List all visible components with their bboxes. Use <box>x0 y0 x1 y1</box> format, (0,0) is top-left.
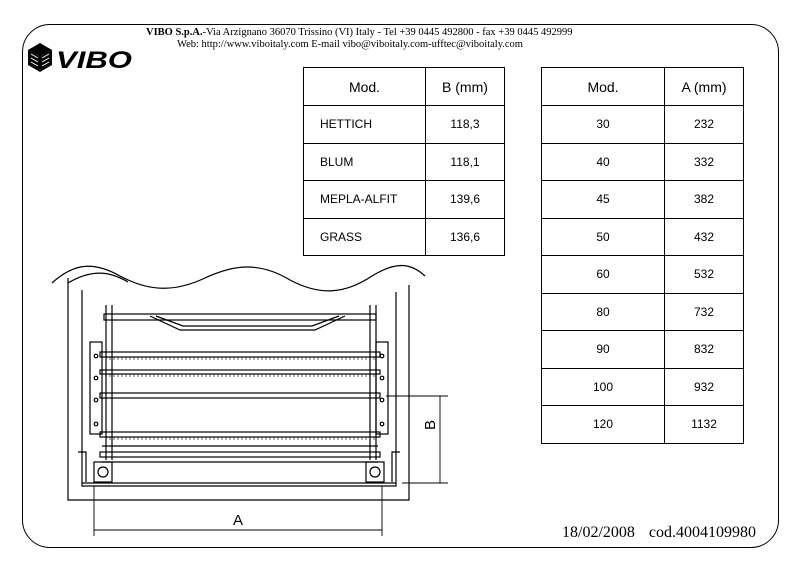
company-web-line: Web: http://www.viboitaly.com E-mail vib… <box>177 39 523 50</box>
runner-right <box>391 451 400 482</box>
cabinet-inner-wall <box>81 290 397 487</box>
document-code: cod.4004109980 <box>648 524 756 541</box>
table-cell: 432 <box>664 217 744 256</box>
table-cell: 532 <box>664 255 744 294</box>
table-header-cell: A (mm) <box>664 67 744 106</box>
dimension-label-b: B <box>422 419 439 430</box>
document-date: 18/02/2008 <box>562 524 635 541</box>
table-cell: 139,6 <box>425 180 505 219</box>
table-cell: 732 <box>664 292 744 331</box>
company-name: VIBO S.p.A. <box>146 27 203 38</box>
footer: 18/02/2008 cod.4004109980 <box>562 524 770 542</box>
table-cell: 50 <box>541 217 665 256</box>
table-b-dimensions: Mod. B (mm) HETTICH 118,3 BLUM 118,1 MEP… <box>303 67 505 256</box>
table-cell: 136,6 <box>425 217 505 256</box>
table-cell: BLUM <box>303 142 426 181</box>
sheet-frame <box>22 24 779 548</box>
cabinet-outer-wall <box>67 278 410 501</box>
table-cell: 120 <box>541 405 665 444</box>
side-plate-right <box>375 341 389 435</box>
table-row: GRASS 136,6 <box>303 217 505 256</box>
table-cell: 80 <box>541 292 665 331</box>
dimension-label-a: A <box>233 512 244 529</box>
table-header-row: Mod. B (mm) <box>303 67 505 106</box>
table-cell: 832 <box>664 330 744 369</box>
table-header-row: Mod. A (mm) <box>541 67 744 106</box>
table-cell: HETTICH <box>303 105 426 144</box>
table-cell: 118,3 <box>425 105 505 144</box>
company-header: VIBO S.p.A.-Via Arzignano 36070 Trissino… <box>146 27 572 51</box>
cabinet-break-line <box>67 272 129 284</box>
table-header-cell: Mod. <box>541 67 665 106</box>
table-cell: 90 <box>541 330 665 369</box>
table-cell: 232 <box>664 105 744 144</box>
table-cell: 45 <box>541 180 665 219</box>
logo-wordmark: VIBO <box>56 47 132 74</box>
table-cell: 40 <box>541 142 665 181</box>
table-cell: 332 <box>664 142 744 181</box>
table-cell: 30 <box>541 105 665 144</box>
table-header-cell: Mod. <box>303 67 426 106</box>
foot-left <box>93 461 113 483</box>
foot-right <box>365 461 385 483</box>
table-cell: 100 <box>541 367 665 406</box>
cabinet-break-line <box>51 264 426 292</box>
table-row: MEPLA-ALFIT 139,6 <box>303 180 505 219</box>
table-header-cell: B (mm) <box>425 67 505 106</box>
basket-handle <box>149 315 346 331</box>
table-cell: GRASS <box>303 217 426 256</box>
table-cell: 118,1 <box>425 142 505 181</box>
side-plate-left <box>89 341 103 435</box>
cube-icon <box>28 43 52 72</box>
table-cell: MEPLA-ALFIT <box>303 180 426 219</box>
table-row: BLUM 118,1 <box>303 142 505 181</box>
table-cell: 382 <box>664 180 744 219</box>
company-address-line: VIBO S.p.A.-Via Arzignano 36070 Trissino… <box>146 27 572 39</box>
table-row: HETTICH 118,3 <box>303 105 505 144</box>
table-cell: 932 <box>664 367 744 406</box>
table-cell: 1132 <box>664 405 744 444</box>
runner-left <box>78 451 87 482</box>
vibo-logo: VIBO <box>28 43 132 74</box>
company-address: -Via Arzignano 36070 Trissino (VI) Italy… <box>202 27 573 38</box>
basket-wires <box>105 357 375 440</box>
basket-technical-drawing <box>51 264 448 536</box>
table-cell: 60 <box>541 255 665 294</box>
